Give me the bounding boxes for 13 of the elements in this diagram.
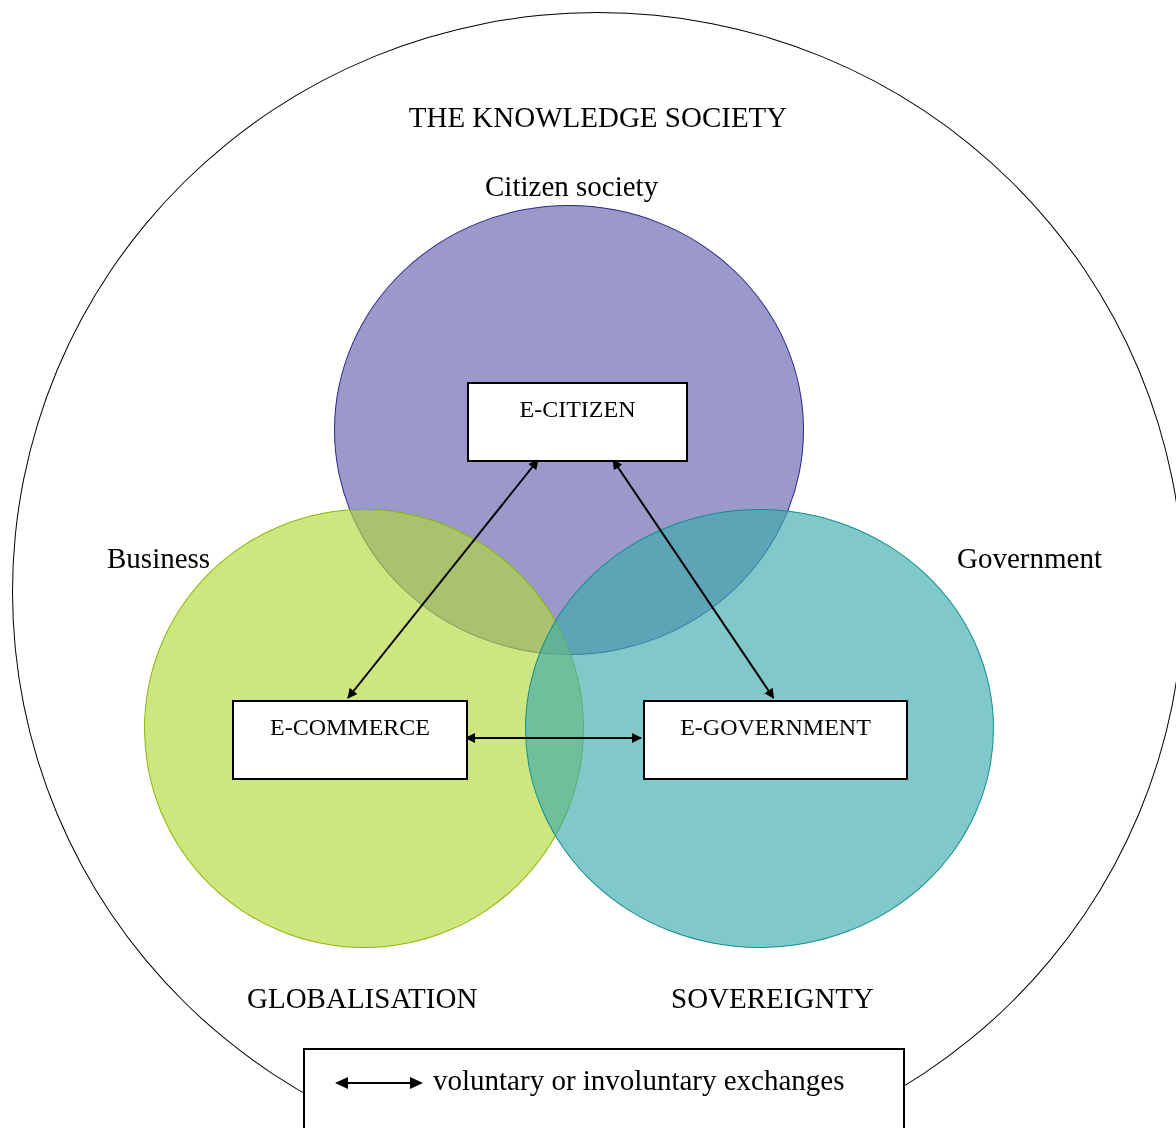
legend-text: voluntary or involuntary exchanges xyxy=(433,1064,845,1097)
circle-title: THE KNOWLEDGE SOCIETY xyxy=(408,101,788,134)
entity-box: E-GOVERNMENT xyxy=(643,700,908,780)
region-label: SOVEREIGNTY xyxy=(671,982,874,1015)
arrow xyxy=(465,733,642,743)
circle-label: Citizen society xyxy=(485,170,659,203)
entity-box: E-CITIZEN xyxy=(467,382,688,462)
circle-label: Government xyxy=(957,542,1102,575)
entity-box: E-COMMERCE xyxy=(232,700,468,780)
arrow xyxy=(347,459,539,699)
circle-label: Business xyxy=(107,542,211,575)
region-label: GLOBALISATION xyxy=(247,982,478,1015)
arrow xyxy=(612,459,775,699)
